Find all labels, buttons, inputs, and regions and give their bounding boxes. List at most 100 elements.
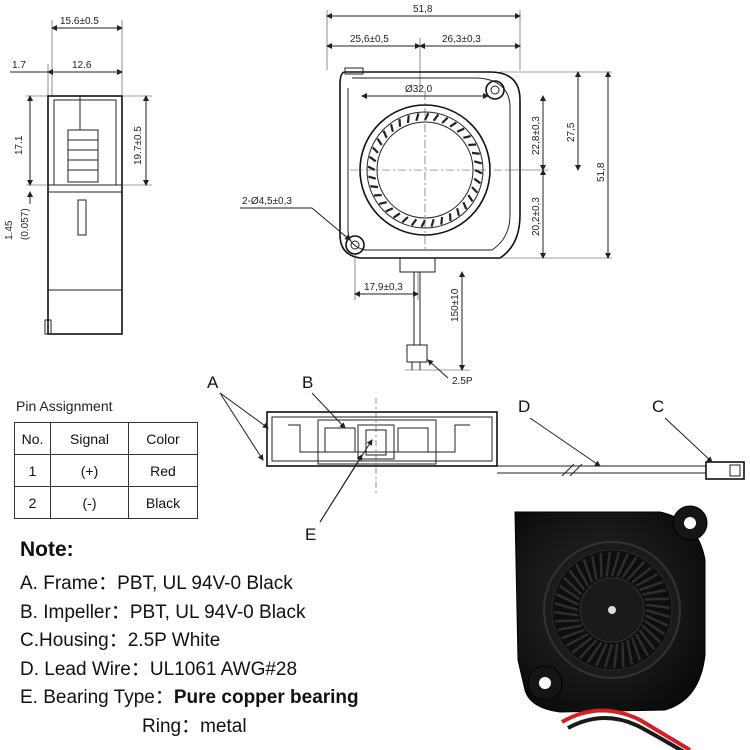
photo-blade (558, 584, 581, 601)
blade-mark (473, 160, 482, 165)
fan-photo (514, 505, 708, 750)
blade-mark (415, 113, 420, 122)
photo-blade (643, 619, 666, 636)
notes-block: Note: A. Frame：PBT, UL 94V-0 Black B. Im… (20, 538, 500, 739)
dim-front-upper-height: 22,8±0,3 (531, 116, 542, 155)
blade-mark (368, 155, 377, 163)
label-d: D (518, 397, 530, 416)
blade-mark (441, 116, 449, 124)
wire-black (567, 716, 685, 750)
impeller-blades (367, 112, 483, 228)
blade-mark (401, 216, 409, 224)
blade-mark (382, 130, 388, 139)
cell-no: 2 (14, 486, 51, 519)
photo-blade (631, 566, 653, 584)
label-c: C (652, 397, 664, 416)
blade-mark (471, 186, 479, 194)
photo-blade (626, 560, 646, 581)
blade-mark (432, 113, 440, 122)
label-e: E (305, 525, 316, 544)
photo-blade (642, 588, 667, 596)
note-value: PBT, UL 94V-0 Black (129, 601, 306, 623)
section-connector (705, 461, 745, 480)
dim-side-height-left: 17.1 (14, 135, 25, 155)
cell-signal: (+) (50, 454, 129, 487)
photo-blade (638, 629, 656, 651)
photo-blade (603, 643, 614, 668)
note-key: C.Housing (20, 630, 109, 651)
connector-label: 2.5P (452, 376, 473, 387)
dim-outlet-diameter: Ø32.0 (405, 84, 433, 95)
col-color: Color (128, 422, 198, 455)
note-sep: ： (98, 573, 118, 594)
mount-hole-bottom (345, 235, 365, 255)
blade-mark (420, 219, 426, 228)
note-sep: ： (110, 601, 130, 623)
blade-mark (389, 123, 394, 132)
note-key: B. Impeller (20, 601, 111, 623)
dim-wire-length: 150±10 (450, 288, 461, 322)
dim-front-total-height: 51,8 (596, 162, 607, 182)
note-sep: ： (108, 630, 128, 651)
dim-front-lower-height: 20,2±0,3 (531, 197, 542, 236)
photo-blade (626, 640, 634, 665)
photo-blade (590, 555, 598, 580)
photo-blade (595, 643, 608, 667)
table-row: 1 (+) Red (14, 454, 198, 487)
photo-blade (634, 633, 649, 657)
mount-hole-top (485, 80, 505, 100)
dim-holes: 2-Ø4,5±0,3 (242, 196, 292, 207)
blade-mark (440, 216, 444, 225)
photo-blade (582, 558, 594, 583)
note-housing: C.Housing：2.5P White (20, 625, 500, 654)
blade-mark (410, 218, 418, 227)
blade-mark (474, 169, 483, 175)
cell-signal: (-) (50, 486, 129, 519)
photo-blade (571, 636, 593, 654)
photo-blade (565, 632, 589, 647)
photo-blade (599, 553, 603, 578)
photo-blade (630, 637, 642, 662)
front-view: 51,8 25,6±0,5 26,3±0,3 Ø32.0 22,8±0,3 (240, 4, 612, 387)
notes-title: Note: (20, 538, 74, 561)
note-key: E. Bearing Type (20, 687, 155, 708)
blade-mark (473, 177, 482, 185)
note-lead-wire: D. Lead Wire：UL1061 AWG#28 (20, 654, 500, 683)
photo-blade (645, 614, 669, 627)
photo-blade (555, 619, 580, 623)
col-no: No. (14, 422, 51, 455)
blade-mark (385, 207, 394, 213)
blade-mark (392, 212, 401, 219)
section-view: A B D C E (207, 373, 745, 544)
photo-blade (610, 552, 621, 577)
blade-mark (456, 208, 461, 217)
note-impeller: B. Impeller：PBT, UL 94V-0 Black (20, 597, 500, 626)
cell-no: 1 (14, 454, 51, 487)
dim-side-width: 15.6±0.5 (60, 16, 99, 27)
photo-blade (621, 556, 638, 579)
blade-mark (376, 137, 383, 146)
blade-mark (367, 165, 376, 171)
photo-blade (575, 563, 590, 587)
note-ring: Ring：metal (20, 711, 500, 740)
dim-side-tab: 1.45 (4, 220, 15, 240)
dim-side-tab-inch: (0.057) (20, 208, 31, 240)
wire-red (560, 708, 692, 750)
dim-side-mid: 12.6 (72, 60, 92, 71)
blade-mark (378, 201, 387, 206)
table-row: 2 (-) Black (14, 486, 198, 519)
side-body-outline (47, 95, 123, 335)
blade-mark (371, 146, 379, 154)
note-key: D. Lead Wire (20, 658, 131, 680)
photo-blade (635, 573, 659, 588)
label-a: A (207, 373, 219, 392)
dim-side-height-right: 19.7±0.5 (133, 126, 144, 165)
photo-blade (586, 641, 603, 664)
photo-blade (621, 642, 625, 667)
note-value: Pure copper bearing (173, 687, 359, 708)
section-frame (266, 411, 498, 467)
label-b: B (302, 373, 313, 392)
photo-blade (641, 624, 662, 644)
photo-blade (605, 551, 612, 577)
